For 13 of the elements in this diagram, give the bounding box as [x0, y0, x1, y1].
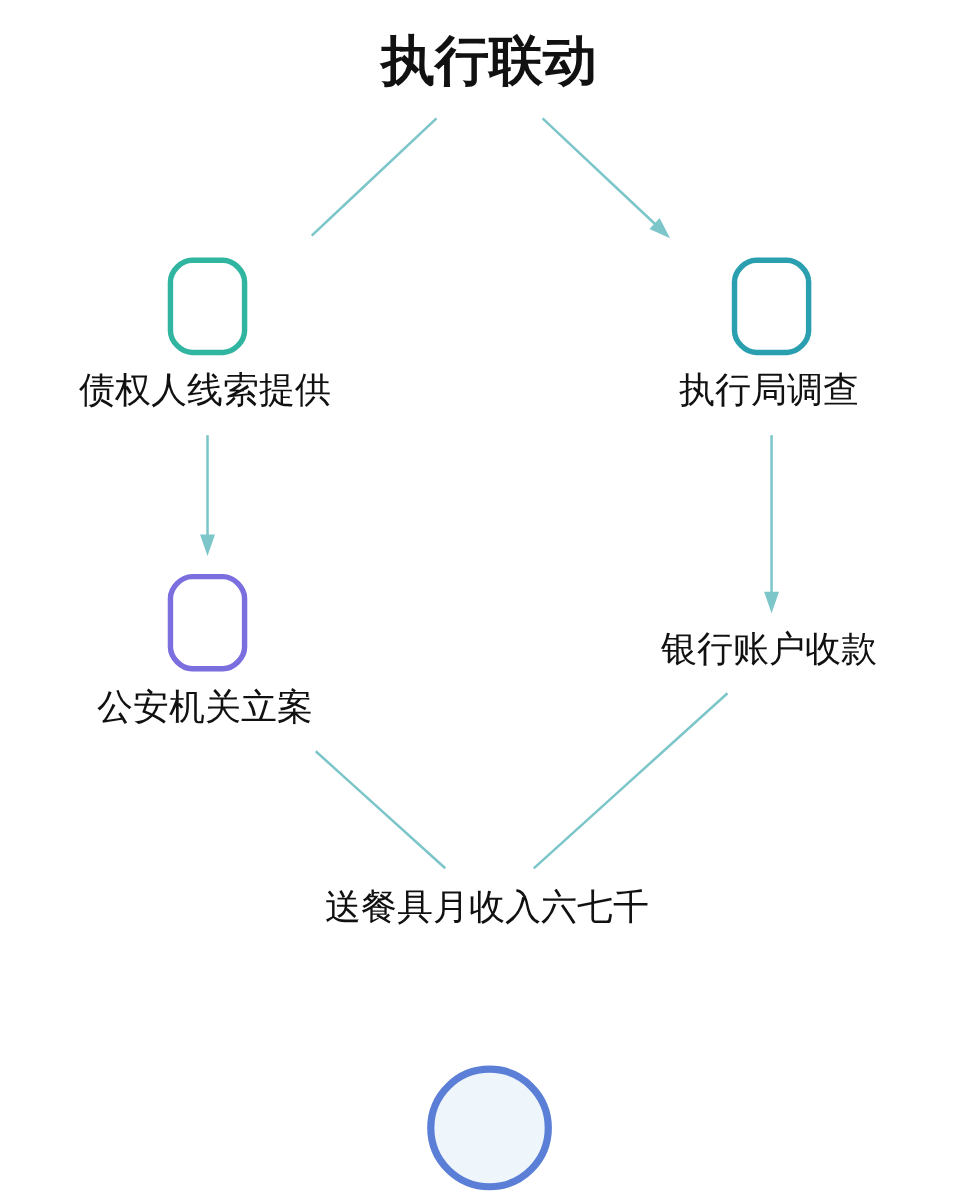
node-label: 公安机关立案	[96, 684, 313, 728]
arrow	[199, 435, 215, 556]
connector	[532, 692, 728, 870]
node-text: 执行联动	[380, 29, 597, 93]
node-label: 执行局调查	[678, 368, 859, 412]
arrow	[763, 435, 779, 614]
node-circle	[426, 1065, 552, 1191]
arrow	[541, 117, 670, 239]
connector	[310, 117, 437, 237]
node-label: 债权人线索提供	[78, 368, 331, 412]
node-text: 银行账户收款	[660, 626, 877, 670]
connector	[314, 750, 446, 870]
node-text: 送餐具月收入六七千	[324, 885, 649, 929]
